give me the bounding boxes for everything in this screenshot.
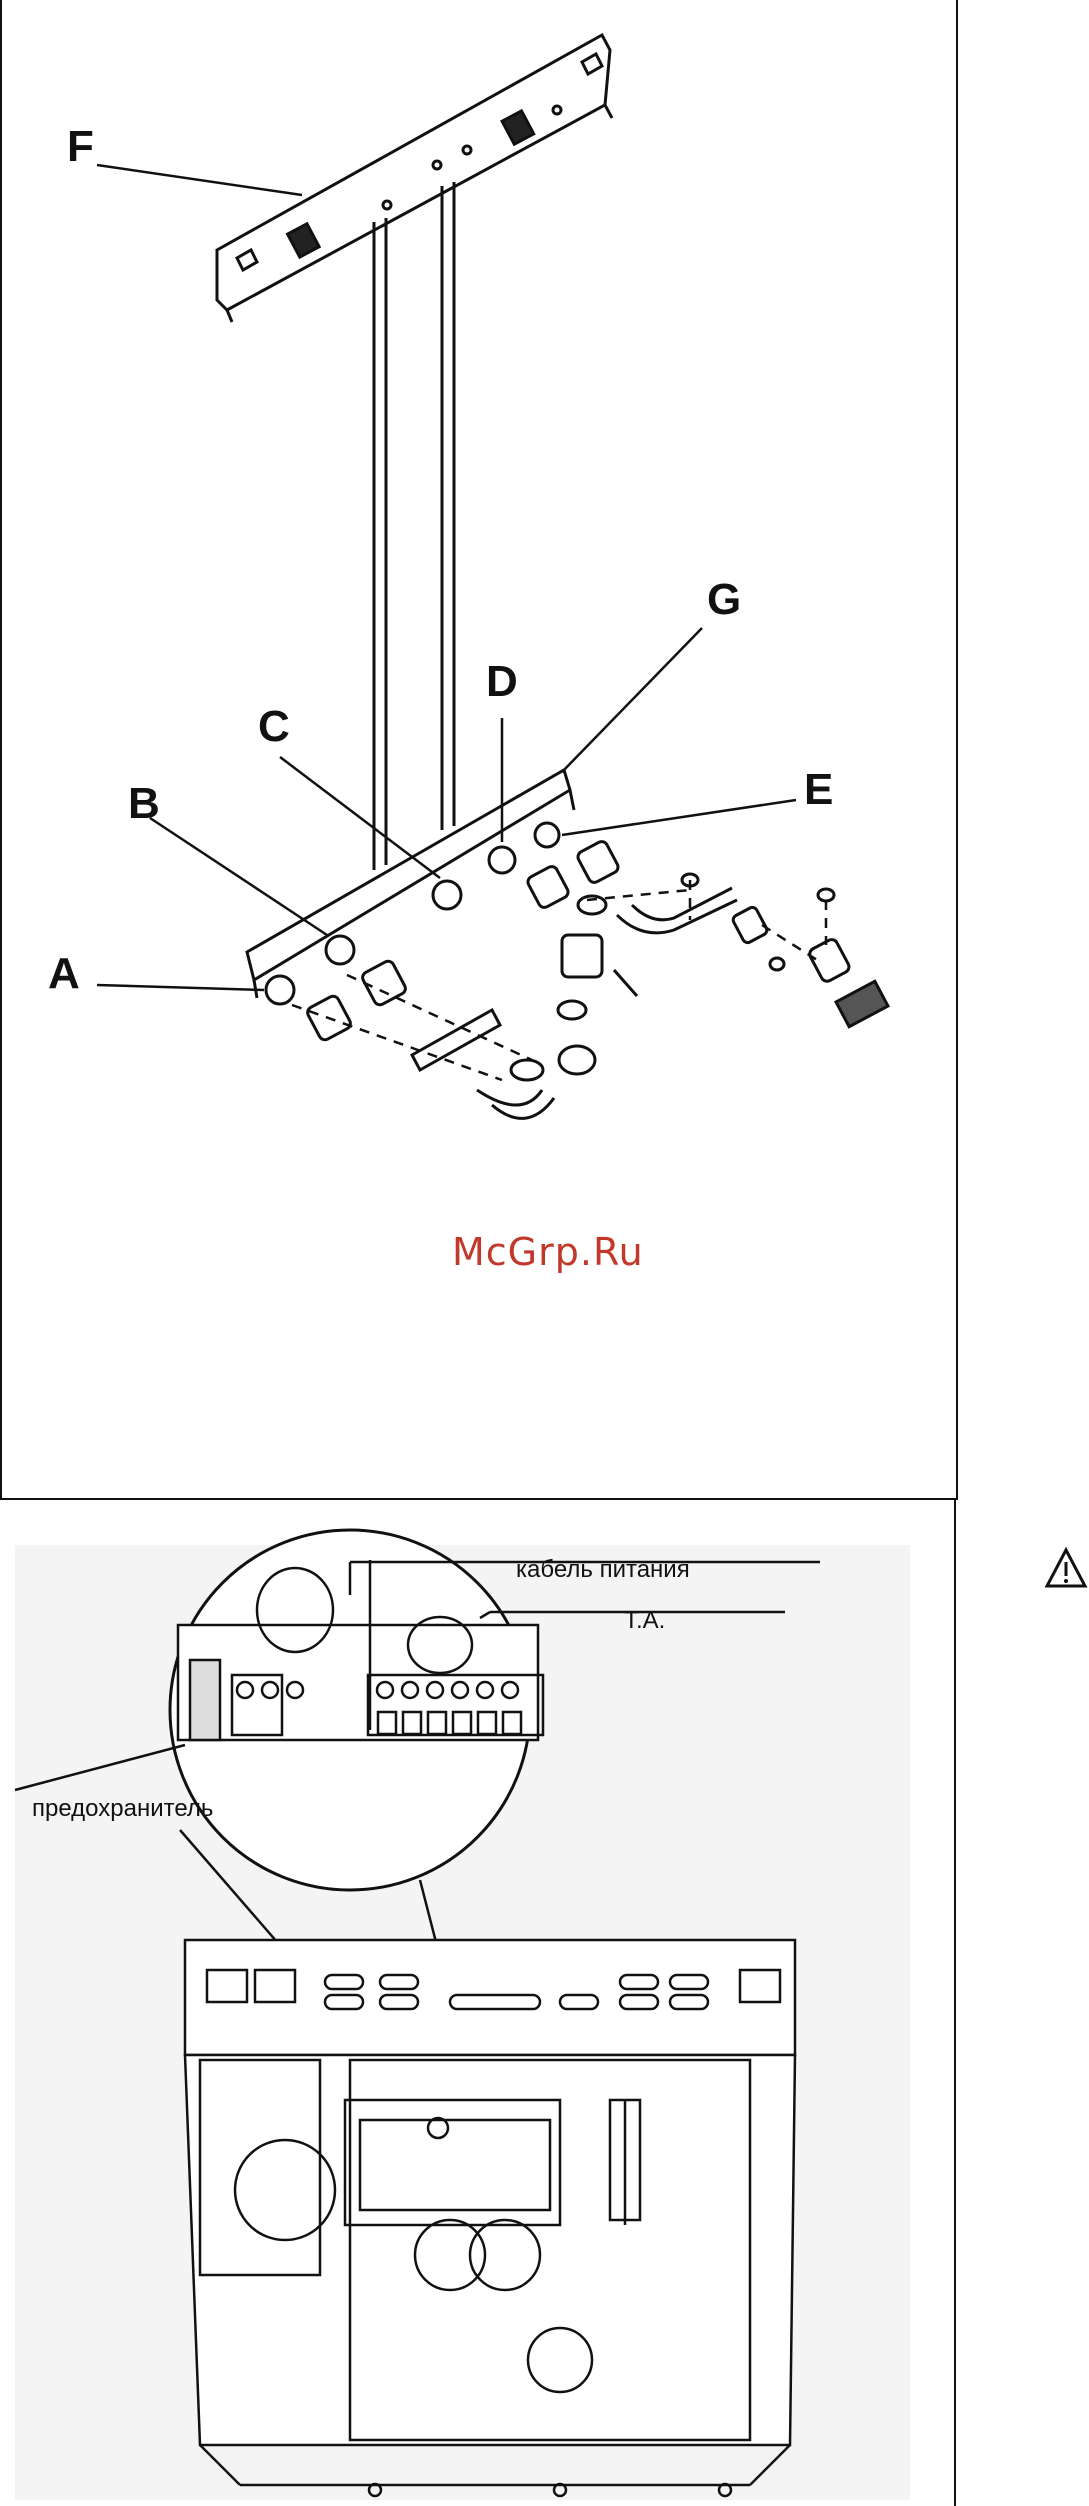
terminal-board-drawing <box>0 1500 954 2506</box>
label-a: A <box>48 952 80 996</box>
watermark: McGrp.Ru <box>452 1230 644 1274</box>
warning-triangle-icon <box>1044 1546 1088 1590</box>
callout-ta: T.A. <box>624 1607 665 1635</box>
callout-power-cable: кабель питания <box>516 1556 690 1584</box>
label-b: B <box>128 782 160 826</box>
label-c: C <box>258 705 290 749</box>
wiring-diagram-panel: кабель питания T.A. предохранитель <box>0 1500 956 2506</box>
mounting-diagram-panel: F G C D B E A McGrp.Ru <box>0 0 958 1500</box>
label-g: G <box>707 578 741 622</box>
callout-fuse: предохранитель <box>32 1795 213 1823</box>
label-e: E <box>804 768 833 812</box>
label-f: F <box>67 125 94 169</box>
label-d: D <box>486 660 518 704</box>
